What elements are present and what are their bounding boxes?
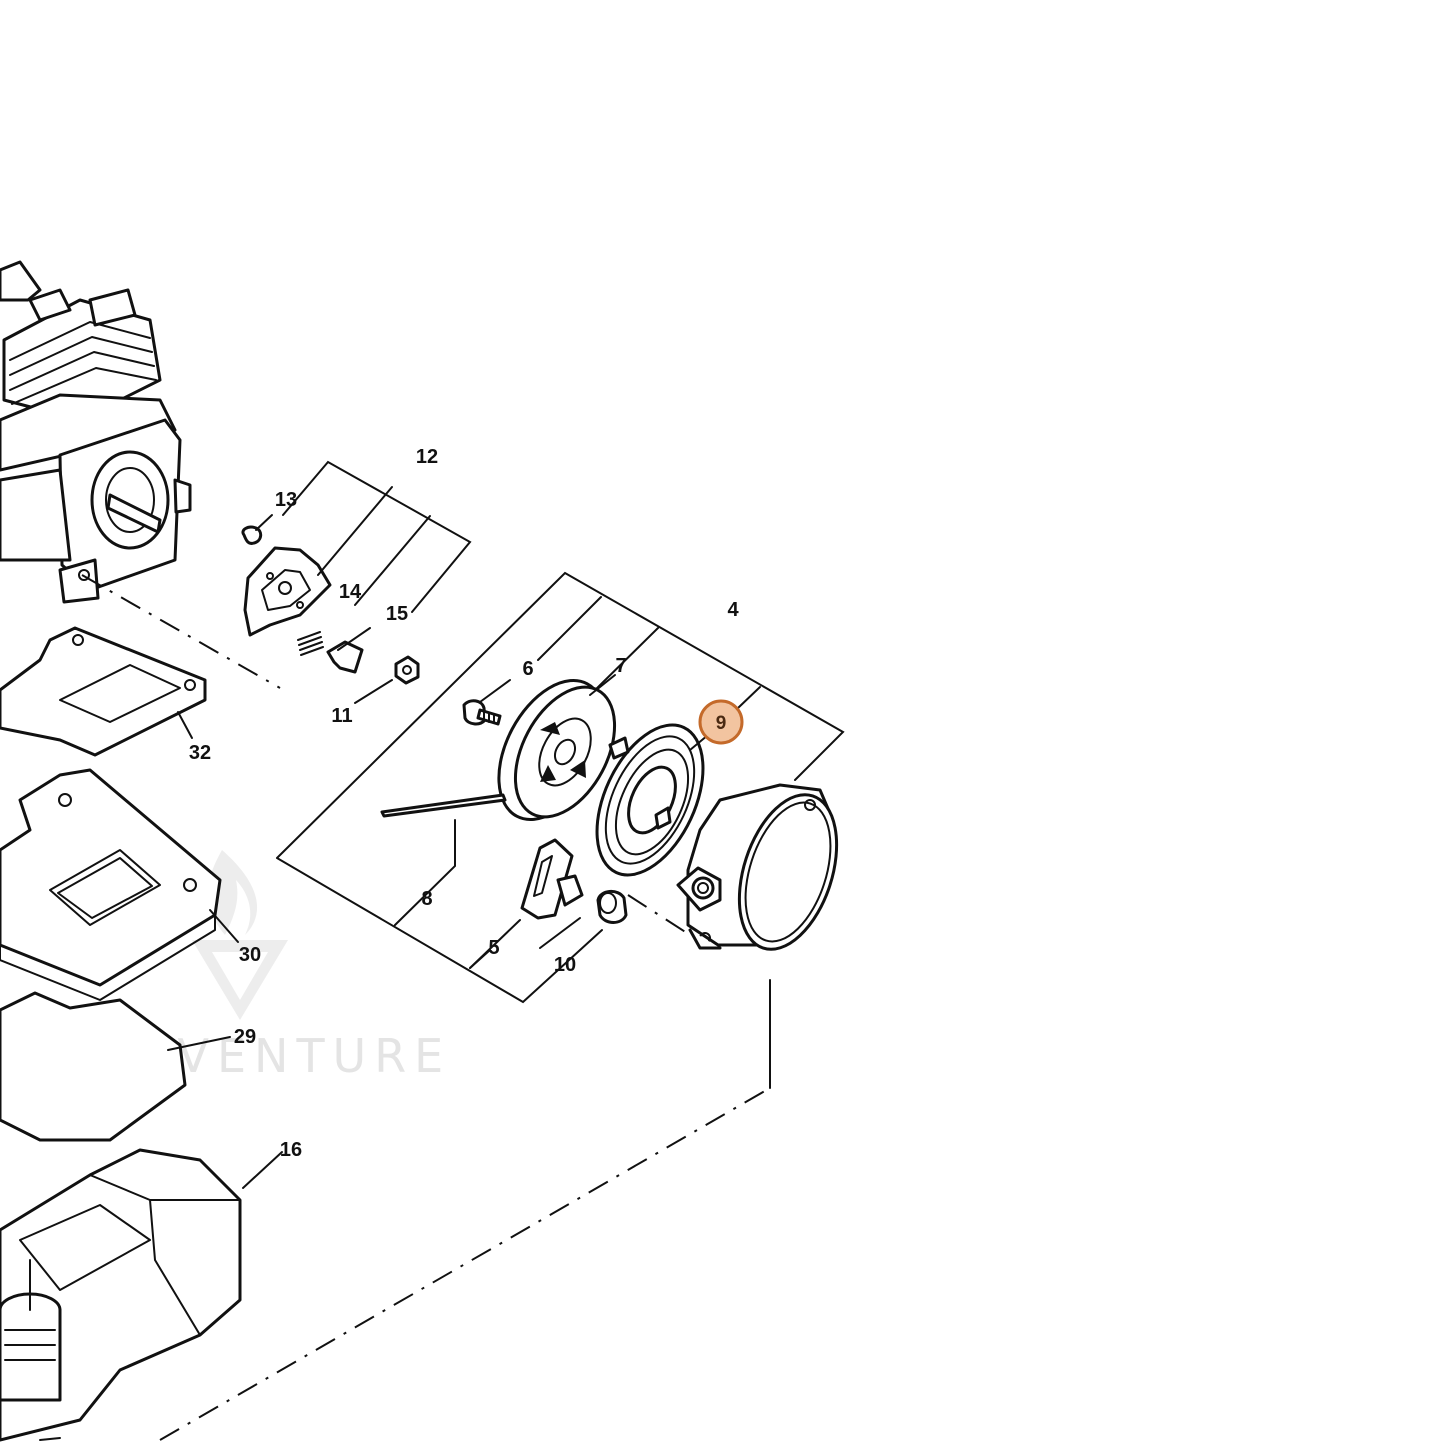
part-12-pawl-carrier [243, 546, 332, 637]
callout-9-highlight[interactable]: 9 [698, 699, 744, 745]
callout-4: 4 [727, 599, 739, 621]
callout-14: 14 [339, 581, 362, 603]
callout-11: 11 [331, 705, 352, 727]
callout-16: 16 [280, 1139, 302, 1161]
callout-10: 10 [554, 954, 576, 976]
watermark-flame-icon [207, 850, 258, 935]
part-15-pawl [326, 640, 364, 674]
part-10-bushing [596, 890, 628, 924]
part-9-rewind-spring [595, 723, 705, 877]
part-16-housing [0, 1148, 242, 1442]
part-8-starter-rope [380, 793, 507, 818]
callout-9-badge[interactable] [698, 699, 744, 745]
part-7-rope-rotor [497, 678, 617, 822]
callout-15: 15 [386, 603, 408, 625]
part-30-plate [0, 768, 222, 1001]
callout-29: 29 [234, 1026, 256, 1048]
engine-cylinder-drawing [0, 260, 192, 604]
part-29-filter-pad [0, 991, 187, 1142]
callout-9[interactable]: 9 [716, 713, 727, 734]
callout-6: 6 [522, 658, 533, 680]
watermark-v-icon [192, 940, 288, 1020]
part-11-nut [394, 655, 420, 685]
bracket-4 [276, 571, 845, 1004]
bracket-12 [282, 460, 472, 613]
part-6-screw [462, 699, 502, 726]
callout-12: 12 [416, 446, 438, 468]
part-4-starter-housing [676, 783, 839, 951]
callout-7: 7 [615, 655, 626, 677]
part-5-starter-grip [520, 838, 584, 920]
callout-30: 30 [239, 944, 261, 966]
assembly-axis-line [81, 574, 281, 689]
assembly-axis-line-lower [159, 1087, 771, 1441]
callout-32: 32 [189, 742, 211, 764]
part-13-circlip [241, 525, 263, 545]
callout-5: 5 [488, 937, 499, 959]
callout-13: 13 [275, 489, 297, 511]
part-14-spring [297, 631, 324, 656]
callout-8: 8 [421, 888, 432, 910]
part-32-gasket [0, 626, 207, 757]
callout-labels: 4 5 6 7 8 10 11 12 13 14 15 16 29 30 32 [189, 446, 740, 1161]
